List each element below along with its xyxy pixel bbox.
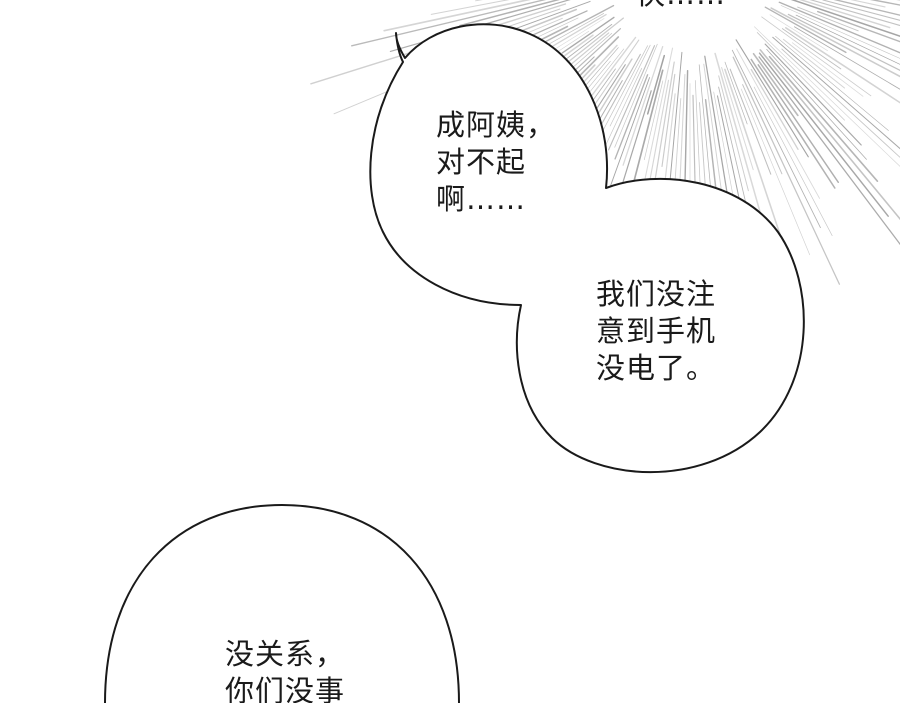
bubble-text-line: 对不起	[436, 145, 527, 179]
speed-line	[758, 52, 889, 217]
speed-line	[770, 7, 900, 78]
speed-line	[756, 32, 845, 121]
speed-line	[752, 52, 799, 117]
speed-line	[754, 26, 900, 167]
speed-line	[732, 56, 841, 285]
speed-line	[758, 56, 900, 246]
bubble-text-line: 意到手机	[596, 314, 717, 348]
speech-bubble-upper	[369, 23, 805, 474]
speed-line	[661, 73, 676, 167]
speed-line	[703, 63, 723, 198]
speed-line	[736, 48, 820, 199]
speed-line	[351, 0, 547, 47]
speed-line	[614, 74, 649, 160]
bubble-text-reply: 没关系， 你们没事	[225, 636, 345, 703]
speed-line	[740, 88, 811, 256]
bubble-text-line: 我们没注	[596, 277, 717, 311]
speed-line	[643, 80, 664, 161]
speed-line	[721, 66, 754, 171]
bubble-text-top: 快……	[636, 0, 726, 13]
speed-line	[797, 6, 859, 32]
speed-line	[778, 1, 900, 54]
speed-line	[795, 14, 900, 65]
speed-line	[764, 43, 862, 146]
speed-line	[780, 5, 900, 59]
bubble-text-line: 啊……	[436, 182, 527, 216]
speed-line	[753, 86, 833, 237]
speed-line	[781, 28, 842, 70]
speed-line	[809, 0, 900, 27]
speed-line	[742, 84, 783, 175]
bubble-text-apology: 成阿姨， 对不起 啊……	[436, 107, 556, 218]
bubble-text-line: 没关系，	[225, 637, 346, 671]
speed-line	[850, 0, 886, 8]
speed-line	[731, 49, 821, 229]
speed-line	[764, 6, 847, 54]
speed-line	[775, 35, 889, 131]
bubble-text-line: 快……	[636, 0, 726, 13]
speed-line	[724, 61, 748, 125]
speed-line	[724, 68, 782, 238]
speed-line	[793, 26, 900, 90]
speed-line	[622, 45, 664, 166]
speed-line	[757, 64, 840, 184]
speed-line	[791, 42, 864, 97]
speed-line	[750, 68, 799, 150]
speed-line	[785, 27, 900, 104]
speech-bubble-lower	[104, 503, 460, 703]
speed-line	[761, 16, 872, 97]
speed-line	[646, 54, 666, 115]
speed-line	[750, 58, 836, 189]
speed-line	[608, 45, 656, 151]
bubble-text-line: 你们没事	[225, 674, 346, 703]
speed-line	[787, 13, 900, 72]
speed-line	[609, 44, 651, 127]
speed-line	[782, 38, 846, 89]
speed-line	[729, 68, 772, 175]
speed-line	[768, 55, 879, 182]
speed-line	[614, 43, 658, 148]
speed-line	[822, 0, 900, 21]
speed-line	[869, 0, 900, 6]
speed-line	[781, 48, 900, 158]
bubble-text-line: 没电了。	[596, 351, 717, 385]
speed-line	[502, 8, 561, 29]
speed-line	[718, 75, 749, 192]
speed-line	[383, 0, 531, 32]
speed-line	[816, 10, 900, 43]
speed-line	[799, 0, 891, 29]
speed-line	[790, 0, 900, 38]
speed-line	[430, 0, 510, 15]
speed-line	[766, 49, 867, 160]
speed-line	[669, 51, 683, 187]
speed-line	[459, 0, 560, 27]
speed-line	[833, 0, 900, 16]
bubble-text-phone: 我们没注 意到手机 没电了。	[596, 276, 716, 387]
speed-line	[772, 36, 900, 150]
speed-line	[735, 39, 809, 158]
speed-line	[769, 14, 828, 52]
bubble-text-line: 成阿姨，	[436, 108, 557, 142]
speed-line	[561, 16, 615, 54]
